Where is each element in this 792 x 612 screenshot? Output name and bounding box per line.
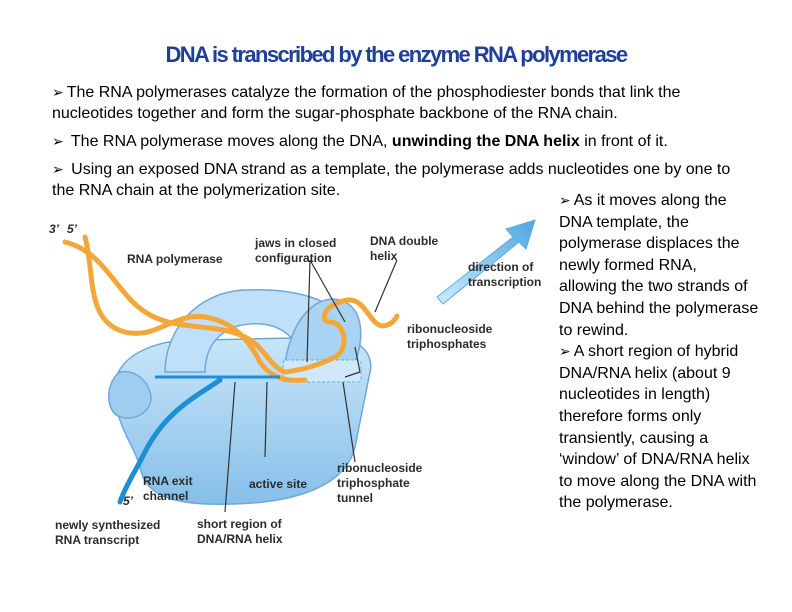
triphosphate-tunnel-label: ribonucleoside triphosphate tunnel xyxy=(337,461,423,505)
side-paragraph-hybrid-text: A short region of hybrid DNA/RNA helix (… xyxy=(559,343,757,512)
rna-5-prime-end-label: 5’ xyxy=(123,494,134,508)
dna-strands xyxy=(62,234,400,383)
newly-synthesized-rna-label: newly synthesized RNA transcript xyxy=(55,518,161,547)
side-text: ➢As it moves along the DNA template, the… xyxy=(559,190,759,514)
paragraph-template: ➢ Using an exposed DNA strand as a templ… xyxy=(52,159,742,201)
label-pointers xyxy=(224,259,398,513)
dna-3-prime-end-label: 3’ xyxy=(49,222,60,236)
dna-double-helix-label: DNA double helix xyxy=(370,234,439,263)
paragraph-unwinding-bold: unwinding the DNA helix xyxy=(391,133,580,150)
rna-transcript xyxy=(117,377,223,505)
dna-5-prime-end-label: 5’ xyxy=(67,222,78,236)
rna-polymerase-figure: 3’ 5’ 5’ RNA polymerase jaws in closed c… xyxy=(45,212,550,557)
bullet-arrow-icon: ➢ xyxy=(52,161,64,177)
paragraph-catalysis: ➢The RNA polymerases catalyze the format… xyxy=(52,82,742,124)
slide-title: DNA is transcribed by the enzyme RNA pol… xyxy=(165,42,628,67)
direction-arrow-icon xyxy=(436,219,536,305)
paragraph-unwinding-text: The RNA polymerase moves along the DNA, xyxy=(66,133,392,150)
paragraph-unwinding-end: in front of it. xyxy=(579,133,668,150)
paragraph-unwinding: ➢ The RNA polymerase moves along the DNA… xyxy=(52,131,742,152)
ribonucleoside-triphosphates-label: ribonucleoside triphosphates xyxy=(407,322,493,351)
short-region-dna-rna-label: short region of DNA/RNA helix xyxy=(197,517,283,546)
side-paragraph-displacement: ➢As it moves along the DNA template, the… xyxy=(559,190,759,341)
paragraph-template-text: Using an exposed DNA strand as a templat… xyxy=(52,161,731,199)
direction-of-transcription-label: direction of transcription xyxy=(468,260,542,289)
bullet-arrow-icon: ➢ xyxy=(52,133,64,149)
active-site-label: active site xyxy=(249,477,308,491)
figure-illustration xyxy=(62,219,536,513)
side-paragraph-displacement-text: As it moves along the DNA template, the … xyxy=(559,192,759,339)
paragraph-catalysis-text: The RNA polymerases catalyze the formati… xyxy=(52,84,681,122)
bullet-arrow-icon: ➢ xyxy=(559,343,571,360)
bullet-arrow-icon: ➢ xyxy=(52,84,64,100)
jaws-closed-label: jaws in closed configuration xyxy=(255,236,337,265)
rna-exit-channel-label: RNA exit channel xyxy=(143,474,193,503)
side-paragraph-hybrid: ➢A short region of hybrid DNA/RNA helix … xyxy=(559,341,759,514)
bullet-arrow-icon: ➢ xyxy=(559,192,571,208)
rna-polymerase-label: RNA polymerase xyxy=(127,252,223,266)
